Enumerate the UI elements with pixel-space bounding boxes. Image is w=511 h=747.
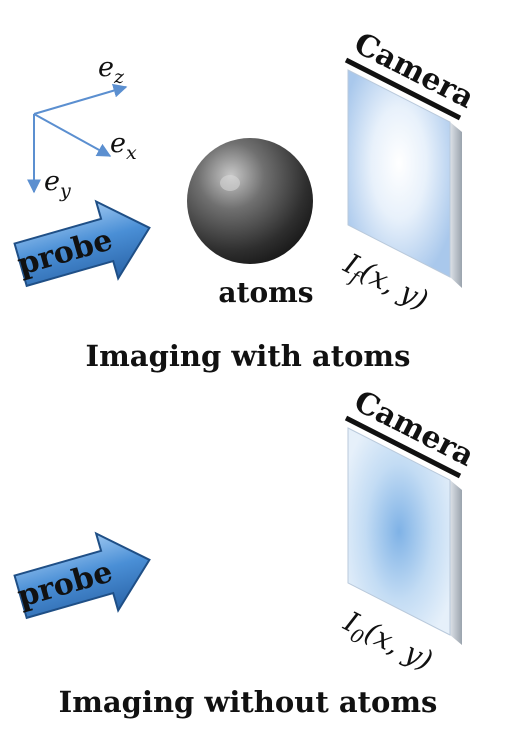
camera-bottom: Camera xyxy=(344,384,480,645)
top-panel: probe atoms Camera If(x, y) Imaging with… xyxy=(13,26,480,373)
ez-axis-arrow xyxy=(33,83,128,115)
probe-arrow-top: probe xyxy=(13,199,151,288)
caption-bottom: Imaging without atoms xyxy=(59,685,438,719)
coordinate-axes: ez ex ey xyxy=(27,52,137,202)
probe-arrow-bottom: probe xyxy=(13,531,151,620)
bottom-panel: probe Camera I0(x, y) Imaging without at… xyxy=(13,384,480,719)
atoms-sphere xyxy=(187,138,313,264)
atoms-label: atoms xyxy=(218,276,313,309)
camera-top: Camera xyxy=(344,26,480,288)
ey-label: ey xyxy=(44,166,71,202)
caption-top: Imaging with atoms xyxy=(86,339,411,373)
ez-label: ez xyxy=(98,52,125,88)
ex-axis-arrow xyxy=(33,113,112,157)
ex-label: ex xyxy=(110,128,137,164)
